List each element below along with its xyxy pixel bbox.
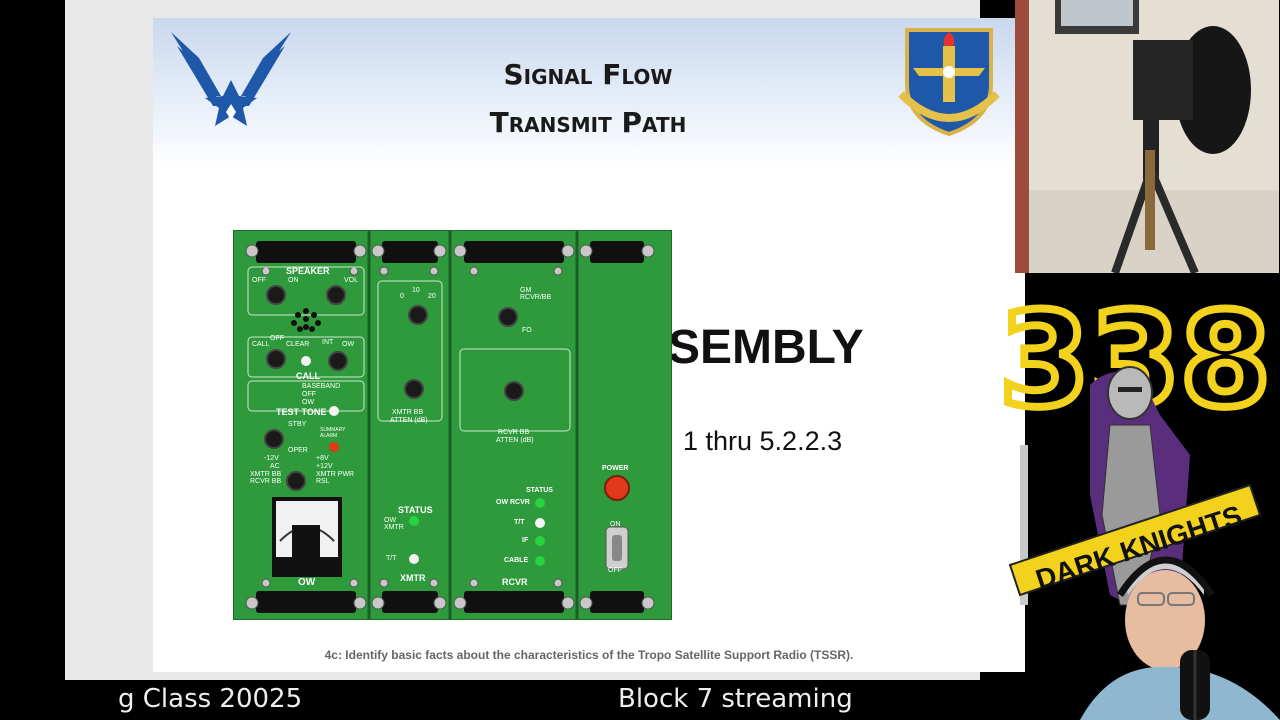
- aetc-shield-emblem: [898, 28, 1000, 137]
- label-xmtr-status: STATUS: [398, 505, 433, 515]
- label-ac: AC: [270, 463, 280, 470]
- label-call-call: CALL: [252, 341, 270, 348]
- label-xmtr-bb-atten: XMTR BB: [392, 409, 424, 416]
- webcam-room-view: [1015, 0, 1279, 273]
- label-minus12v: -12V: [264, 455, 279, 462]
- label-baseband: BASEBAND: [302, 383, 341, 390]
- label-stby: STBY: [288, 421, 307, 428]
- slide-frame: Signal Flow Transmit Path SEMBLY 1 thru …: [65, 0, 1025, 680]
- camera-tripod-photo: [1015, 0, 1279, 273]
- label-rcvr-atten-unit: ATTEN (dB): [496, 437, 534, 444]
- label-power: POWER: [602, 465, 629, 472]
- label-plus12v: +12V: [316, 463, 333, 470]
- presentation-slide: Signal Flow Transmit Path SEMBLY 1 thru …: [153, 18, 1025, 672]
- label-scale-10: 10: [412, 287, 420, 294]
- label-speaker-off: OFF: [252, 277, 266, 284]
- label-rcvr-module: RCVR: [502, 577, 528, 587]
- label-test-tone: TEST TONE: [276, 407, 327, 417]
- label-rsl: RSL: [316, 478, 330, 485]
- slide-header: [153, 18, 1025, 168]
- label-ow-module: OW: [298, 577, 316, 588]
- label-xmtr-atten-unit: ATTEN (dB): [390, 417, 428, 424]
- label-fo: FO: [522, 327, 532, 334]
- label-scale-0: 0: [400, 293, 404, 300]
- label-speaker-vol: VOL: [344, 277, 359, 284]
- label-gm-rcvr-bb: GM RCVR/BB: [520, 287, 552, 301]
- label-xmtr-bb: XMTR BB: [250, 471, 282, 478]
- label-speaker: SPEAKER: [286, 266, 330, 276]
- label-power-off: OFF: [608, 567, 622, 574]
- label-call-int: INT: [322, 339, 334, 346]
- label-baseband-off: OFF: [302, 391, 316, 398]
- label-xmtr-tt: T/T: [386, 555, 397, 562]
- slide-footer-objective: 4c: Identify basic facts about the chara…: [324, 648, 854, 662]
- label-rcvr-bb-atten: RCVR BB: [498, 429, 530, 436]
- partially-hidden-reference: 1 thru 5.2.2.3: [683, 426, 843, 456]
- ticker-class-text: g Class 20025: [118, 684, 303, 714]
- panel-artwork: [245, 231, 655, 619]
- label-rcvr-bb: RCVR BB: [250, 478, 282, 485]
- label-call-clear: CLEAR: [286, 341, 310, 348]
- label-ow-rcvr: OW RCVR: [496, 499, 530, 506]
- label-xmtr-pwr: XMTR PWR: [316, 471, 355, 478]
- tssr-equipment-panel: SPEAKER OFF ON VOL CALL OFF CLEAR INT OW…: [233, 230, 672, 620]
- label-call-ow: OW: [342, 341, 355, 348]
- label-ow-xmtr: OW XMTR: [384, 517, 404, 531]
- label-call-off: OFF: [270, 335, 284, 342]
- label-scale-20: 20: [428, 293, 436, 300]
- label-xmtr-module: XMTR: [400, 573, 426, 583]
- 338-dark-knights-logo: 338 DARK KNIGHTS: [995, 280, 1280, 720]
- label-rcvr-if: IF: [522, 537, 529, 544]
- air-force-logo: [171, 32, 291, 126]
- label-summary-alarm: SUMMARY ALARM: [320, 427, 346, 439]
- label-rcvr-status: STATUS: [526, 487, 553, 494]
- label-plus8v: +8V: [316, 455, 329, 462]
- partially-hidden-heading: SEMBLY: [668, 321, 864, 374]
- label-baseband-ow: OW: [302, 399, 315, 406]
- label-rcvr-tt: T/T: [514, 519, 525, 526]
- label-speaker-on: ON: [288, 277, 299, 284]
- slide-title-line2: Transmit Path: [489, 106, 687, 139]
- label-call-section: CALL: [296, 371, 320, 381]
- label-power-on: ON: [610, 521, 621, 528]
- label-oper: OPER: [288, 447, 308, 454]
- label-rcvr-cable: CABLE: [504, 557, 529, 564]
- ticker-stream-text: Block 7 streaming: [618, 684, 853, 714]
- slide-title-line1: Signal Flow: [503, 58, 673, 91]
